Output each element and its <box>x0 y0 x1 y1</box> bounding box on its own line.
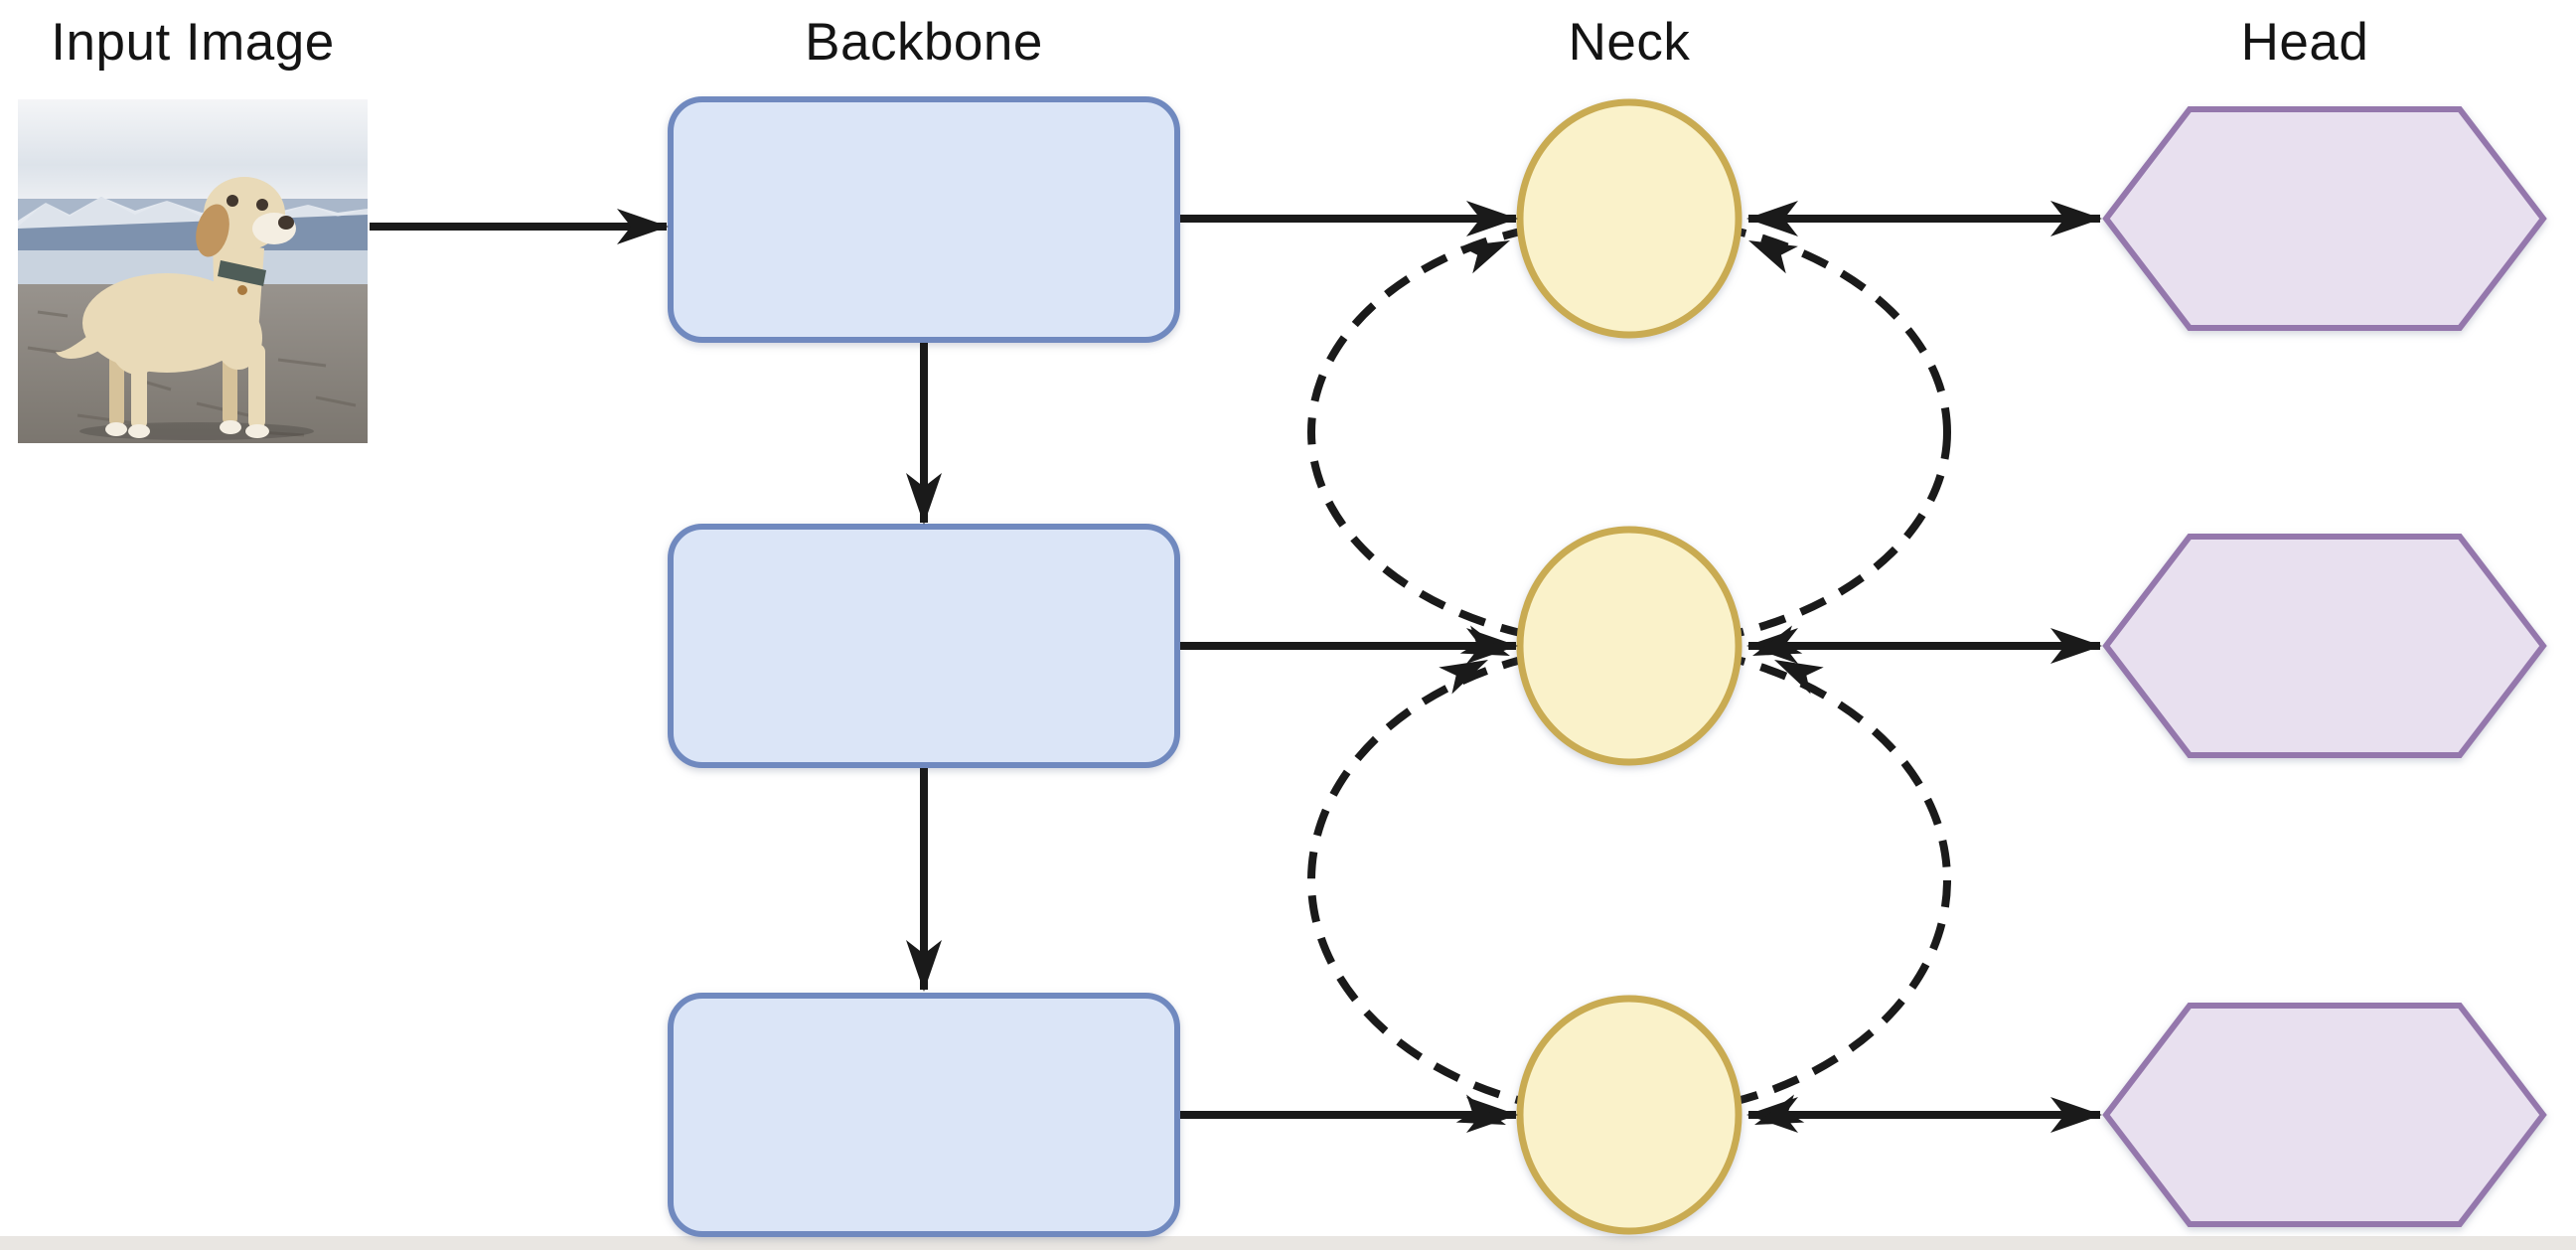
photo-dog <box>56 177 296 438</box>
dog-paw-2 <box>128 424 150 438</box>
dog-paw-3 <box>220 420 241 434</box>
loop-arrowhead-into-neck3-right <box>1754 1094 1805 1125</box>
neck-node-1 <box>1516 98 1743 339</box>
fusion-loop-arrowheads <box>1439 240 1824 1125</box>
neck-node-3 <box>1516 995 1743 1235</box>
backbone-block-1 <box>668 96 1180 343</box>
head-nodes <box>2102 106 2547 1227</box>
dog-eye-left <box>227 195 238 207</box>
backbone-blocks <box>668 96 1180 1237</box>
loop-arrowhead-into-neck2-upper-left <box>1459 625 1510 656</box>
bottom-edge-strip <box>0 1236 2576 1250</box>
loop-arrowhead-into-neck1-right <box>1748 240 1798 274</box>
head-node-3 <box>2102 1003 2547 1227</box>
dog-collar <box>218 260 266 286</box>
neck-nodes <box>1516 98 1743 1235</box>
column-label-input-image: Input Image <box>51 13 335 72</box>
dog-rear-leg-near <box>131 366 147 429</box>
dog-front-leg-near <box>248 344 265 429</box>
loop-arrowhead-into-neck3-left <box>1455 1094 1506 1125</box>
dog-paw-4 <box>245 424 269 438</box>
column-label-backbone: Backbone <box>805 13 1043 72</box>
column-label-head: Head <box>2240 13 2369 72</box>
backbone-block-2 <box>668 524 1180 768</box>
fusion-loop-1-2 <box>1307 215 1951 650</box>
dog-eye-right <box>256 199 268 211</box>
input-image-photo <box>18 99 368 443</box>
dog-thigh <box>109 307 165 375</box>
fusion-loop-2-3 <box>1307 642 1951 1119</box>
solid-arrows <box>370 201 2102 1133</box>
head-node-2 <box>2102 534 2547 758</box>
loop-arrowhead-into-neck2-lower-left <box>1439 660 1488 695</box>
backbone-block-3 <box>668 993 1180 1237</box>
loop-arrowhead-into-neck2-upper-right <box>1752 625 1803 656</box>
dog-ear <box>196 204 229 257</box>
photo-snow-caps <box>18 197 368 229</box>
loop-arrowhead-into-neck2-lower-right <box>1774 660 1824 695</box>
dog-chest <box>215 306 262 370</box>
neck-node-2 <box>1516 526 1743 766</box>
head-node-1 <box>2102 106 2547 331</box>
dog-paw-1 <box>105 422 127 436</box>
dog-collar-tag <box>237 285 247 295</box>
neck-fusion-loops <box>1307 215 1951 1119</box>
loop-arrowhead-into-neck1-left <box>1460 240 1510 274</box>
dog-nose <box>278 216 294 230</box>
column-label-neck: Neck <box>1568 13 1691 72</box>
